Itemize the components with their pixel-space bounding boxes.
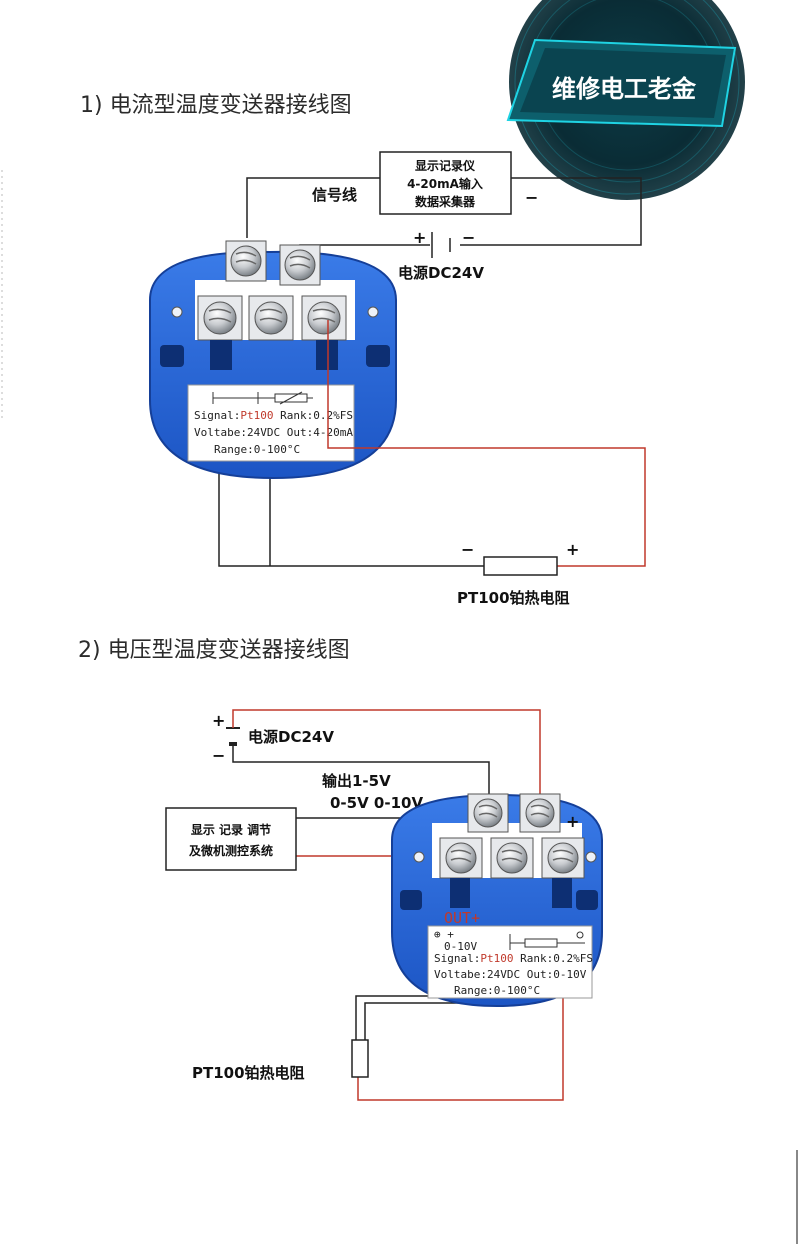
plate2-line2: Voltabe:24VDC Out:0-10V: [434, 968, 587, 981]
badge-text: 维修电工老金: [552, 75, 697, 103]
recorder-line2: 4-20mA输入: [407, 176, 483, 191]
recorder-box: 显示记录仪 4-20mA输入 数据采集器: [379, 151, 512, 215]
transmitter-head-2: ⊕ + 0-10V Signal:Pt100 Rank:0.2%FS Volta…: [391, 793, 603, 1008]
head2-plus-sign: +: [566, 812, 579, 831]
plate1-line3: Range:0-100°C: [214, 443, 300, 456]
display-line1: 显示 记录 调节: [191, 822, 271, 837]
recorder-line3: 数据采集器: [415, 194, 476, 209]
display-system-box: 显示 记录 调节 及微机测控系统: [165, 807, 297, 871]
psu2-label: 电源DC24V: [248, 728, 334, 746]
plate2-line1: Signal:Pt100 Rank:0.2%FS: [434, 952, 593, 965]
psu1-label: 电源DC24V: [398, 264, 484, 282]
signal-wire-label: 信号线: [312, 186, 357, 204]
recorder-line1: 显示记录仪: [415, 159, 476, 173]
plate2-line3: Range:0-100°C: [454, 984, 540, 997]
rtd1-label: PT100铂热电阻: [457, 589, 570, 607]
output-line2: 0-5V 0-10V: [330, 794, 423, 812]
output-line1: 输出1-5V: [322, 772, 391, 790]
psu2-minus-sign: −: [212, 746, 225, 765]
transmitter-head-1: Signal:Pt100 Rank:0.2%FS Voltabe:24VDC O…: [149, 240, 397, 480]
rtd2-label: PT100铂热电阻: [192, 1064, 305, 1082]
rtd1-plus-sign: +: [566, 540, 579, 559]
section2-red-wire-psu: [232, 709, 541, 800]
out-plus-label: OUT+: [444, 909, 480, 927]
section1-red-wire: [327, 320, 646, 567]
psu1-minus-sign: −: [462, 228, 475, 247]
plate2-tl-line1: ⊕ +: [434, 928, 454, 941]
rtd-resistor-1: [483, 556, 558, 576]
section2-heading: 2) 电压型温度变送器接线图: [78, 638, 350, 663]
recorder-minus-sign: −: [525, 188, 538, 207]
section2-black-wire-psu: [232, 761, 490, 800]
psu2-symbol: [226, 727, 240, 761]
rtd1-minus-sign: −: [461, 540, 474, 559]
psu1-plus-sign: +: [413, 228, 426, 247]
plate1-line2: Voltabe:24VDC Out:4-20mA: [194, 426, 353, 439]
display-line2: 及微机测控系统: [189, 843, 273, 858]
rtd-resistor-2: [351, 1039, 369, 1078]
section1-heading: 1) 电流型温度变送器接线图: [80, 93, 352, 118]
psu2-plus-sign: +: [212, 711, 225, 730]
watermark-badge: 维修电工老金: [506, 0, 745, 200]
plate2-tl-line2: 0-10V: [444, 940, 477, 953]
plate1-line1: Signal:Pt100 Rank:0.2%FS: [194, 409, 353, 422]
